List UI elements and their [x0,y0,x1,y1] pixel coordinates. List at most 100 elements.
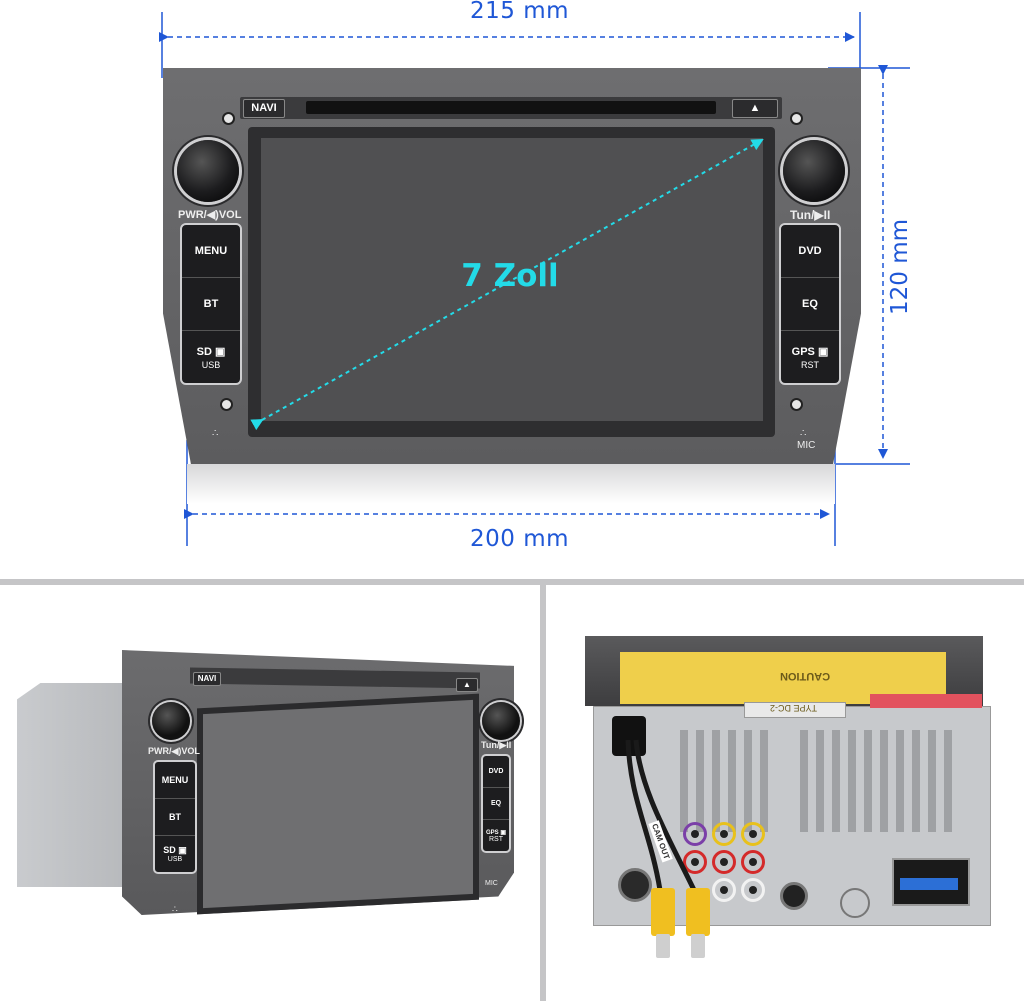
mic-label-angled: MIC [485,880,498,887]
rca-jack-white[interactable] [712,878,736,902]
cooling-fin [696,730,704,832]
rca-plug-tip-1 [656,934,670,958]
screw-top-right [790,112,803,125]
eject-button[interactable]: ▲ [732,99,778,118]
eq-button-label: EQ [802,298,818,310]
menu-button[interactable]: MENU [182,225,240,278]
gps-rst-button[interactable]: GPS ▣RST [781,331,839,383]
dvd-button-angled[interactable]: DVD [483,756,509,788]
cooling-fin [680,730,688,832]
cooling-fin [712,730,720,832]
bt-button-label: BT [203,298,219,310]
rca-jack-yellow[interactable] [741,822,765,846]
volume-knob[interactable] [177,140,239,202]
rca-jack-red[interactable] [741,850,765,874]
tune-knob-label: Tun/▶II [790,208,831,222]
mic-label: MIC [797,440,816,451]
eject-button-angled[interactable]: ▲ [456,678,478,692]
iso-connector-pins [900,878,958,890]
right-button-column-angled: DVD EQ GPS ▣RST [481,754,511,853]
tune-knob[interactable] [783,140,845,202]
front-view: 215 mm 200 mm 120 mm NAVI ▲ PWR/◀)VOL Tu… [159,0,913,552]
perspective-view: NAVI ▲ PWR/◀)VOL Tun/▶II MENU BT SD ▣USB… [0,585,540,1001]
mic-dots-right: ∴ [800,428,807,439]
usb-sub-label: USB [201,359,221,370]
usb-label-angled: USB [167,856,183,863]
cooling-fin [832,730,840,832]
cooling-fin [848,730,856,832]
gps-label-angled: GPS ▣ [485,829,506,836]
screw-bottom-right [790,398,803,411]
sd-button-label: SD ▣ [196,345,226,358]
rst-sub-label: RST [801,359,819,370]
rca-jack-white[interactable] [741,878,765,902]
tune-knob-angled[interactable] [482,702,520,740]
bt-button[interactable]: BT [182,278,240,331]
dvd-button-label: DVD [798,245,822,257]
disc-slot[interactable] [306,101,716,114]
menu-button-angled[interactable]: MENU [155,762,195,799]
cooling-fin [744,730,752,832]
rca-jack-red[interactable] [712,850,736,874]
left-button-column: MENU BT SD ▣USB [180,223,242,385]
menu-button-label: MENU [194,245,228,257]
rca-jack-red[interactable] [683,850,707,874]
dvd-label-angled: DVD [488,768,504,775]
eq-button[interactable]: EQ [781,278,839,331]
red-sticker [870,694,982,708]
bt-label-angled: BT [169,812,181,822]
bottom-width-label: 200 mm [470,526,570,552]
bt-button-angled[interactable]: BT [155,799,195,836]
gps-rst-button-angled[interactable]: GPS ▣RST [483,820,509,851]
tune-knob-label-angled: Tun/▶II [481,740,512,750]
top-width-label: 215 mm [470,0,570,24]
touch-screen-angled[interactable] [197,693,479,915]
horizontal-divider [0,579,1024,585]
eq-button-angled[interactable]: EQ [483,788,509,820]
cooling-fin [896,730,904,832]
cooling-fin [800,730,808,832]
right-button-column: DVD EQ GPS ▣RST [779,223,841,385]
menu-label-angled: MENU [161,775,189,785]
faceplate-reflection [187,464,835,504]
gps-button-label: GPS ▣ [791,345,829,358]
rca-plug-yellow-1[interactable] [651,888,675,936]
screw-top-left [222,112,235,125]
rear-logo-seal [840,888,870,918]
camera-cable-1 [625,739,663,891]
sd-usb-button-angled[interactable]: SD ▣USB [155,836,195,872]
camera-cables [625,739,697,892]
cooling-fin [864,730,872,832]
volume-knob-angled[interactable] [152,702,190,740]
cooling-fin [944,730,952,832]
camera-cable-2 [633,739,697,892]
cooling-fin [728,730,736,832]
cooling-fin [816,730,824,832]
sd-usb-button[interactable]: SD ▣USB [182,331,240,383]
rca-plug-yellow-2[interactable] [686,888,710,936]
sd-label-angled: SD ▣ [163,845,187,855]
cooling-fin [760,730,768,832]
screen-size-label: 7 Zoll [461,258,559,294]
rst-label-angled: RST [489,835,503,843]
rear-view: CAUTION TYPE DC-2 [546,585,1024,1001]
mic-dots-left: ∴ [212,428,219,439]
dvd-button[interactable]: DVD [781,225,839,278]
mic-dots-angled: ∴ [172,904,178,914]
cooling-fin [880,730,888,832]
volume-knob-label: PWR/◀)VOL [178,209,242,221]
eq-label-angled: EQ [490,800,502,807]
type-label-plate [744,702,846,718]
screw-bottom-left [220,398,233,411]
rca-plug-tip-2 [691,934,705,958]
navi-button-angled[interactable]: NAVI [193,672,221,686]
navi-button[interactable]: NAVI [243,99,285,118]
cooling-fin [928,730,936,832]
antenna-jack[interactable] [780,882,808,910]
fuse-socket[interactable] [618,868,652,902]
rca-jack-yellow[interactable] [712,822,736,846]
left-button-column-angled: MENU BT SD ▣USB [153,760,197,874]
rca-jack-purple[interactable] [683,822,707,846]
volume-knob-label-angled: PWR/◀)VOL [148,746,200,756]
cooling-fin [912,730,920,832]
